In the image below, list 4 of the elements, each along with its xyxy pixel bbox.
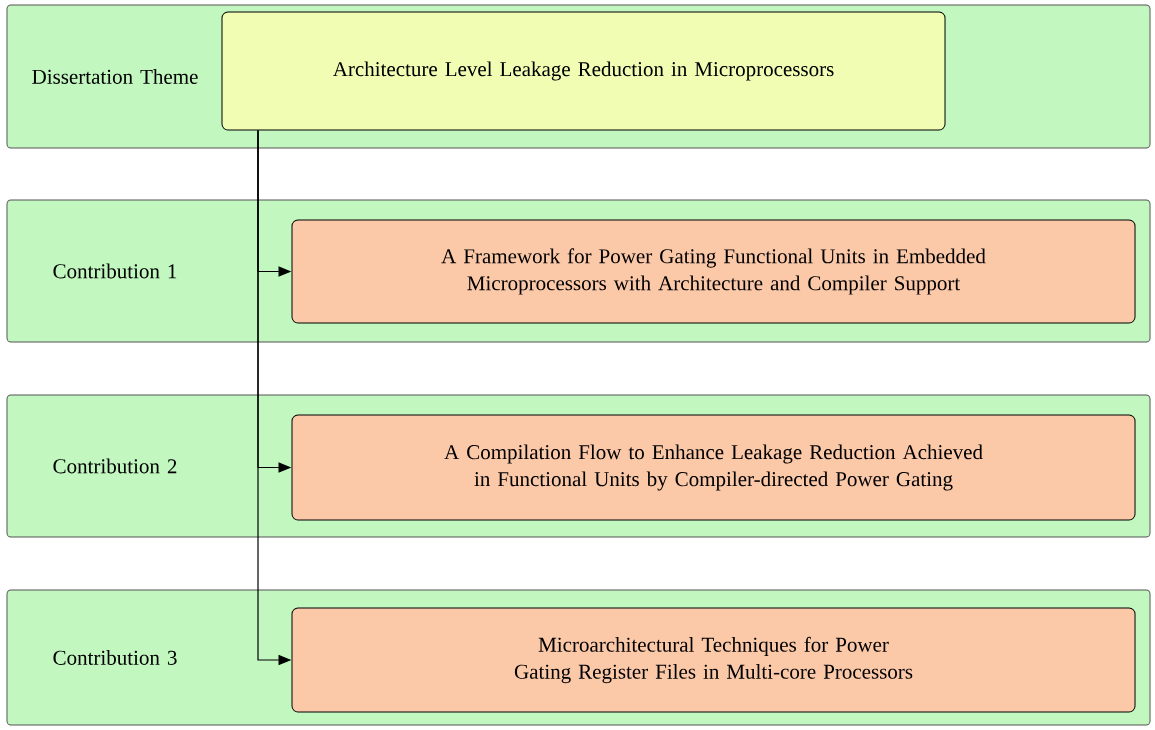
title-box: Architecture Level Leakage Reduction in Microprocessors: [221, 11, 946, 131]
contribution-box: A Framework for Power Gating Functional Units in Embedded Microprocessors with Architecture and Compiler Support: [291, 219, 1136, 324]
contribution-box: Microarchitectural Techniques for Power Gating Register Files in Multi-core Processors: [291, 607, 1136, 713]
contribution-box: A Compilation Flow to Enhance Leakage Reduction Achieved in Functional Units by Compiler-directed Power Gating: [291, 414, 1136, 521]
